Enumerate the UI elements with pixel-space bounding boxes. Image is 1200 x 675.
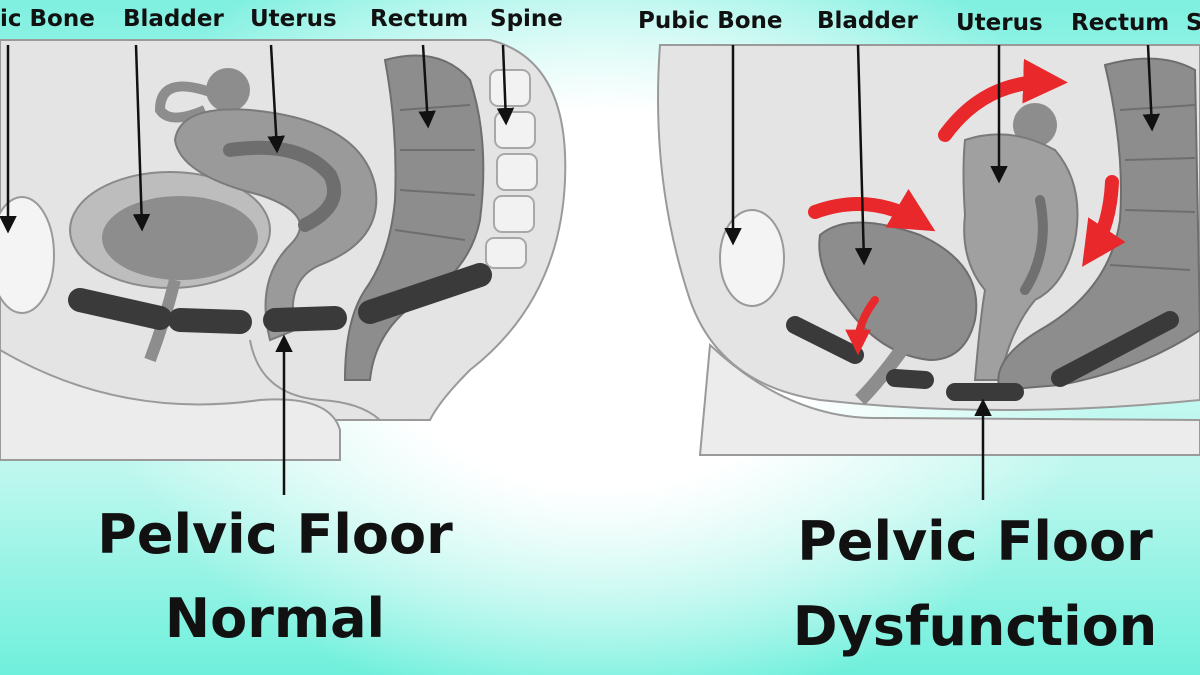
right-pointers	[724, 44, 1161, 266]
left-pelvic-floor-muscle	[68, 263, 492, 334]
right-label-rectum: Rectum	[1071, 10, 1170, 36]
left-label-spine: Spine	[490, 6, 563, 32]
left-label-uterus: Uterus	[250, 6, 337, 32]
right-label-bladder: Bladder	[817, 8, 918, 34]
right-lower-body	[698, 342, 1200, 456]
left-bladder	[102, 196, 258, 280]
left-ovary	[206, 68, 250, 112]
right-label-uterus: Uterus	[956, 10, 1043, 36]
left-anatomy	[0, 39, 567, 495]
right-red-arrows	[808, 58, 1126, 356]
left-label-bladder: Bladder	[123, 6, 224, 32]
right-uterus	[962, 133, 1079, 381]
right-caption-line2: Dysfunction	[792, 595, 1158, 658]
right-label-pubic-bone: Pubic Bone	[638, 8, 783, 34]
right-anatomy	[657, 44, 1200, 500]
left-caption-line1: Pelvic Floor	[97, 503, 453, 566]
right-label-spine: S	[1186, 10, 1200, 36]
left-pointers	[0, 44, 515, 234]
left-caption-line2: Normal	[164, 587, 386, 650]
right-pelvic-floor-muscle	[786, 311, 1179, 401]
left-lower-body	[0, 348, 341, 461]
right-ovary	[1013, 103, 1057, 147]
right-pubic-bone	[719, 209, 785, 307]
right-caption-line1: Pelvic Floor	[797, 510, 1153, 573]
right-rectum	[997, 57, 1200, 392]
left-spine	[485, 69, 538, 269]
left-label-pubic-bone: ic Bone	[0, 6, 95, 32]
left-label-rectum: Rectum	[370, 6, 469, 32]
